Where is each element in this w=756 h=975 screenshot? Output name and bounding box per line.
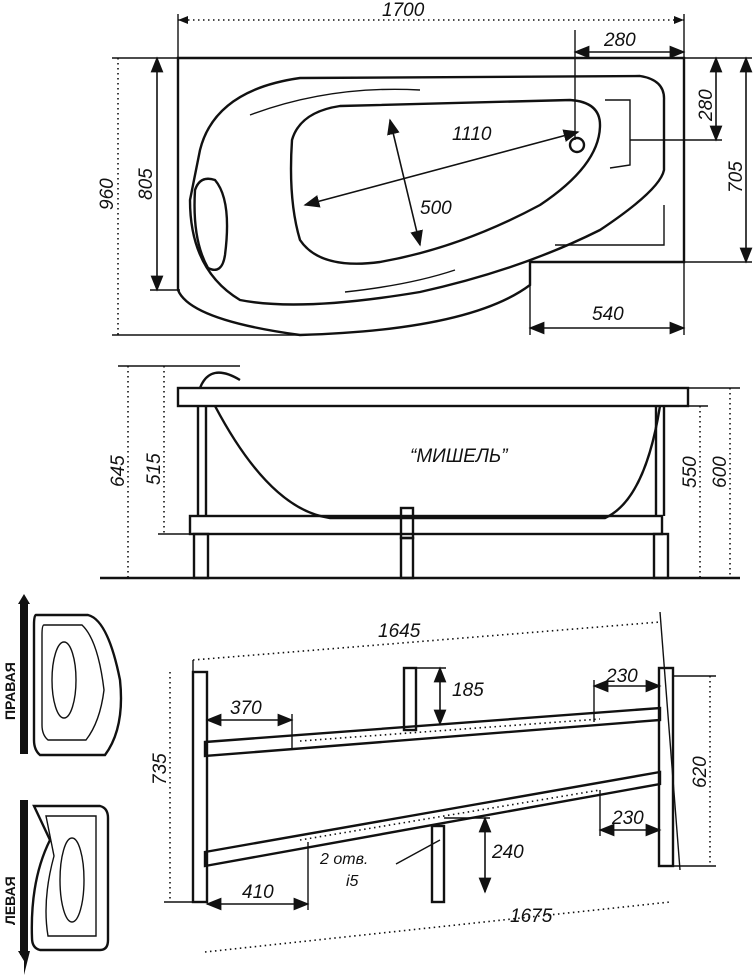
frame-post-left [191,670,209,904]
frame-rail-lower [203,770,662,868]
label-left: ЛЕВАЯ [2,876,18,925]
tub-icon-left [30,804,110,952]
dim-step-length: 540 [592,304,624,325]
dim-230-top: 230 [605,666,638,687]
tub-outline-top [176,56,686,337]
headrest-profile [198,371,241,389]
rail-holes-lower [299,789,601,841]
frame-rail-upper [203,706,662,758]
dim-right-width: 705 [726,161,747,193]
dim-bowl-height: 515 [144,453,165,485]
dim-240: 240 [491,842,524,863]
dim-bowl-width: 500 [420,198,452,219]
orientation-right: ПРАВАЯ [2,594,123,757]
frame-bracket-top [402,666,418,732]
dim-total-length: 1700 [382,0,425,21]
holes-note-line1: 2 отв. [319,851,368,868]
dim-frame-left-height: 735 [150,753,171,785]
tub-body-side [213,405,662,520]
dim-frame-top-length: 1645 [378,621,421,642]
side-view: “МИШЕЛЬ” 645 515 550 600 [100,365,740,580]
frame-rail-side [188,514,664,536]
dim-410: 410 [242,882,274,903]
tub-bowl [289,98,602,265]
label-right: ПРАВАЯ [2,662,18,720]
dim-inner-width: 805 [136,168,157,200]
tub-rim-side [176,386,690,408]
dim-total-width: 960 [97,178,118,210]
frame-view: 1645 1675 735 620 370 185 230 230 240 41… [150,611,716,953]
dim-bowl-length: 1110 [452,124,492,145]
dim-right-total-height: 600 [710,456,731,488]
dim-corner-offset: 280 [603,30,636,51]
tub-icon-right [32,613,123,757]
leg-center [399,506,415,580]
dim-total-height: 645 [108,455,129,487]
rail-holes-upper [299,718,601,742]
leg-right [652,406,670,580]
rim-groove [249,88,421,116]
dim-rim-height: 550 [680,456,701,488]
frame-bracket-bottom [430,824,446,904]
dim-frame-right-height: 620 [690,756,711,788]
leg-left [192,406,210,580]
model-name: “МИШЕЛЬ” [410,446,509,467]
tub-inner-rim [188,74,666,306]
headrest [193,177,229,272]
holes-note-line2: i5 [346,873,359,890]
frame-post-right [657,666,675,868]
dim-frame-bottom-length: 1675 [510,906,553,927]
dim-side-depth: 280 [696,89,717,122]
dim-230-bottom: 230 [611,808,644,829]
orientation-left: ЛЕВАЯ [2,800,110,975]
drain-icon [568,136,586,154]
dim-370: 370 [230,698,262,719]
top-view: 1700 280 280 705 960 805 1110 500 540 [97,0,753,337]
dim-185: 185 [452,680,484,701]
